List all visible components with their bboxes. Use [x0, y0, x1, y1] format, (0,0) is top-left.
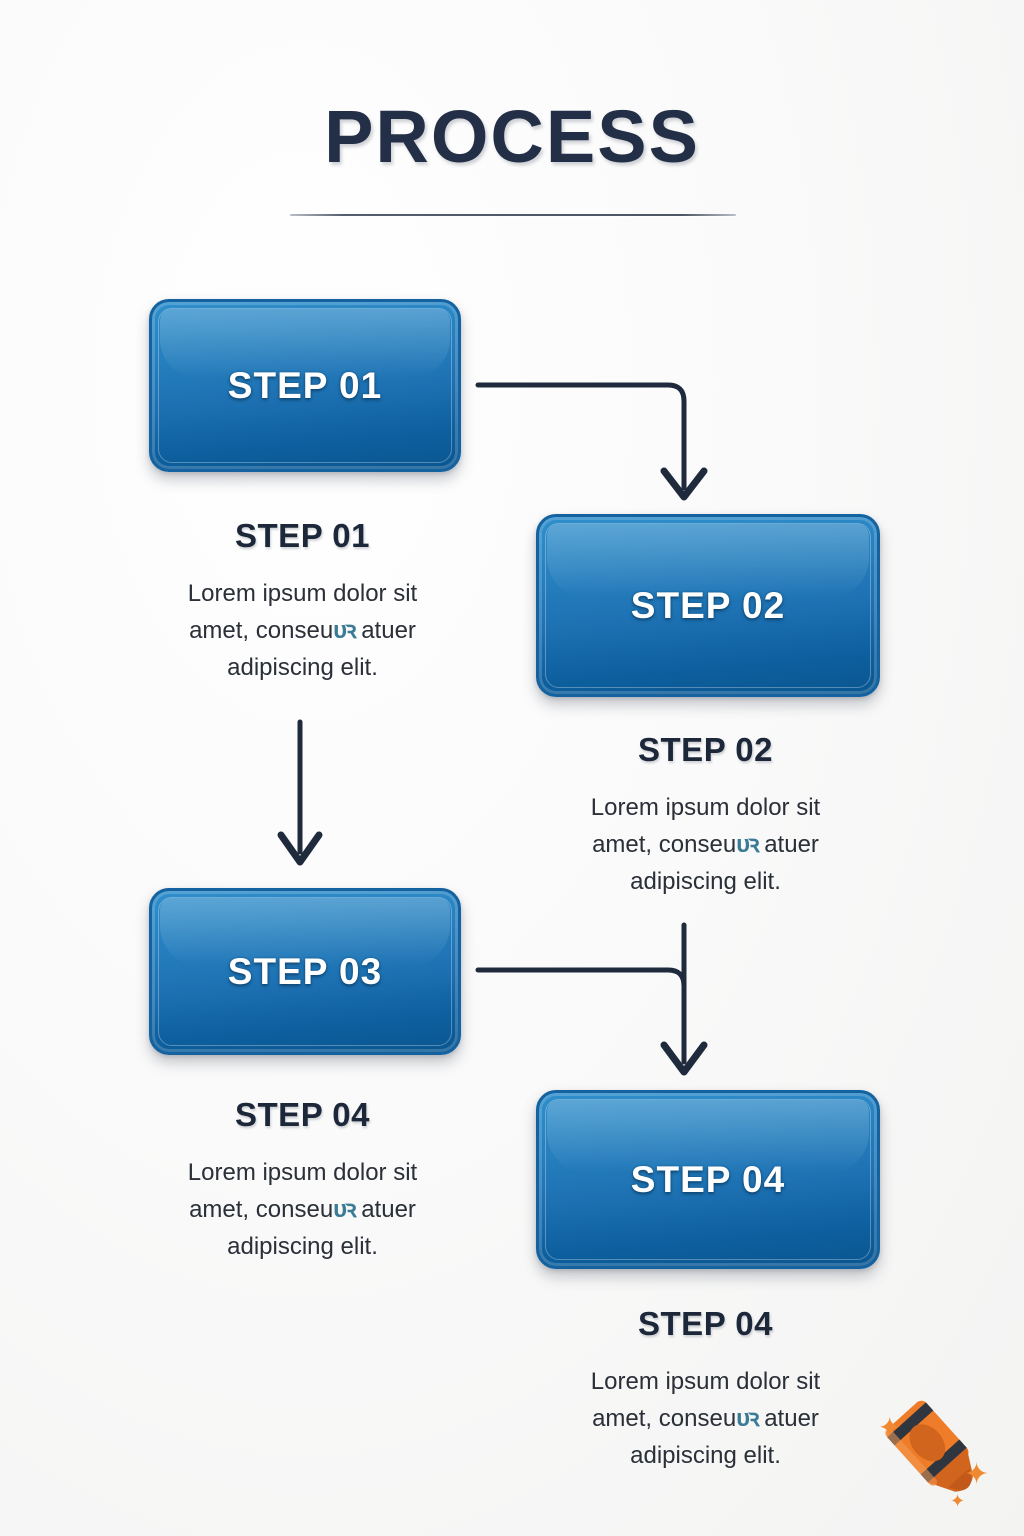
desc-line-1: Lorem ipsum dolor sit — [187, 1159, 418, 1186]
step-description-02-body: Lorem ipsum dolor sit amet, conseuᴜꝛ atu… — [533, 789, 878, 901]
step-description-01-heading: STEP 01 — [235, 517, 370, 554]
desc-line-2-a: amet, conseu — [592, 1405, 737, 1433]
step-box-01[interactable]: STEP 01 — [149, 299, 461, 472]
desc-line-2-b: atuer — [354, 617, 416, 645]
desc-line-3: adipiscing elit. — [227, 1233, 378, 1261]
step-description-02-heading: STEP 02 — [638, 731, 773, 768]
desc-line-1: Lorem ipsum dolor sit — [187, 580, 418, 607]
step-box-02-label: STEP 02 — [630, 584, 786, 626]
glitch-glyph: ᴜꝛ — [736, 831, 759, 859]
desc-line-3: adipiscing elit. — [227, 654, 378, 682]
crayon-icon — [884, 1400, 974, 1492]
connector-step01-to-step02 — [475, 382, 708, 501]
step-description-01: STEP 01 Lorem ipsum dolor sit amet, cons… — [140, 517, 465, 687]
step-description-03-body: Lorem ipsum dolor sit amet, conseuᴜꝛ atu… — [140, 1154, 465, 1266]
step-description-01-body: Lorem ipsum dolor sit amet, conseuᴜꝛ atu… — [140, 575, 465, 687]
connector-step01-to-step03 — [277, 719, 323, 866]
step-box-04-label: STEP 04 — [630, 1158, 786, 1200]
desc-line-2-b: atuer — [757, 1405, 819, 1433]
step-box-03-label: STEP 03 — [227, 950, 383, 992]
desc-line-2: amet, conseuᴜꝛ atuer — [533, 826, 878, 863]
step-description-03-heading: STEP 04 — [235, 1096, 370, 1133]
sparkle-icon-1: ✦ — [878, 1412, 902, 1443]
desc-line-1: Lorem ipsum dolor sit — [590, 794, 821, 821]
step-description-04-body: Lorem ipsum dolor sit amet, conseuᴜꝛ atu… — [533, 1363, 878, 1475]
connector-step03-to-step04 — [475, 922, 708, 1076]
glitch-glyph: ᴜꝛ — [736, 1405, 759, 1433]
step-description-04-heading: STEP 04 — [638, 1305, 773, 1342]
step-description-02: STEP 02 Lorem ipsum dolor sit amet, cons… — [533, 731, 878, 901]
crayon-decoration: ✦ ✦ ✦ — [872, 1388, 992, 1511]
glitch-glyph: ᴜꝛ — [333, 617, 356, 645]
desc-line-2-a: amet, conseu — [189, 617, 334, 645]
desc-line-3: adipiscing elit. — [630, 1442, 781, 1470]
step-description-03: STEP 04 Lorem ipsum dolor sit amet, cons… — [140, 1096, 465, 1266]
desc-line-1: Lorem ipsum dolor sit — [590, 1368, 821, 1395]
sparkle-icon-2: ✦ — [964, 1458, 990, 1491]
title-divider — [290, 214, 736, 216]
page-title: PROCESS — [324, 95, 700, 178]
desc-line-2: amet, conseuᴜꝛ atuer — [140, 1191, 465, 1228]
glitch-glyph: ᴜꝛ — [333, 1196, 356, 1224]
step-box-03[interactable]: STEP 03 — [149, 888, 461, 1055]
desc-line-2: amet, conseuᴜꝛ atuer — [533, 1400, 878, 1437]
desc-line-2-b: atuer — [757, 831, 819, 859]
desc-line-2-b: atuer — [354, 1196, 416, 1224]
desc-line-2-a: amet, conseu — [189, 1196, 334, 1224]
step-box-04[interactable]: STEP 04 — [536, 1090, 880, 1269]
step-description-04: STEP 04 Lorem ipsum dolor sit amet, cons… — [533, 1305, 878, 1475]
desc-line-2-a: amet, conseu — [592, 831, 737, 859]
step-box-02[interactable]: STEP 02 — [536, 514, 880, 697]
step-box-01-label: STEP 01 — [227, 364, 383, 406]
desc-line-2: amet, conseuᴜꝛ atuer — [140, 612, 465, 649]
sparkle-icon-3: ✦ — [950, 1491, 966, 1511]
desc-line-3: adipiscing elit. — [630, 868, 781, 896]
